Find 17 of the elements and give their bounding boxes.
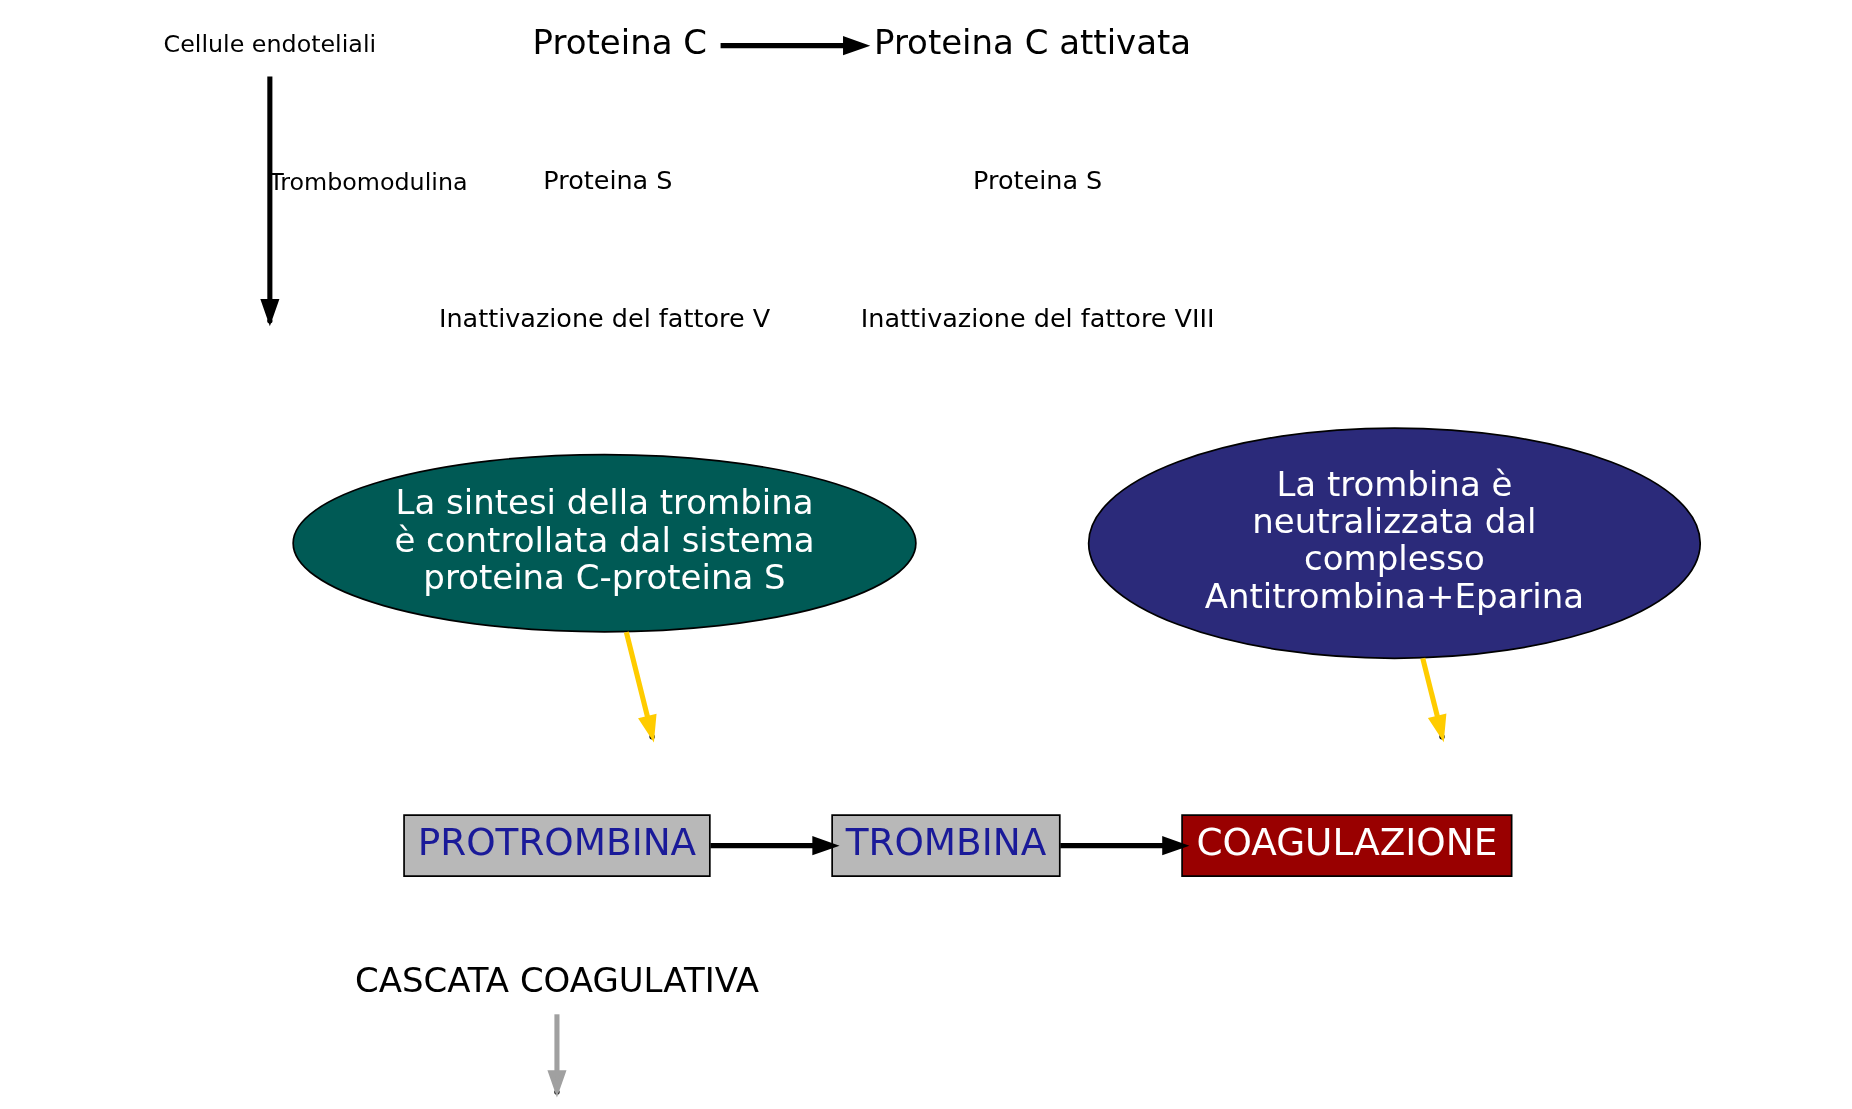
- node-box: COAGULAZIONE: [1181, 814, 1513, 878]
- node-text: CASCATA COAGULATIVA: [354, 959, 759, 1000]
- arrow: [720, 36, 871, 56]
- node-text: Proteina C attivata: [874, 22, 1192, 63]
- edge-label: Trombomodulina: [269, 167, 468, 196]
- node-box: TROMBINA: [831, 814, 1061, 878]
- node-ellipse: La sintesi della trombina è controllata dal sistema proteina C-proteina S: [292, 453, 917, 633]
- arrow: [710, 836, 840, 856]
- node-text: Proteina C: [532, 22, 707, 63]
- label: Inattivazione del fattore VIII: [860, 302, 1215, 333]
- label: Proteina S: [543, 165, 673, 196]
- node-text: Cellule endoteliali: [163, 29, 377, 58]
- label: Proteina S: [973, 165, 1103, 196]
- node-box: PROTROMBINA: [403, 814, 711, 878]
- node-ellipse: La trombina è neutralizzata dal complesso Antitrombina+Eparina: [1087, 427, 1702, 660]
- label: Inattivazione del fattore V: [438, 302, 771, 333]
- arrow: [1060, 836, 1190, 856]
